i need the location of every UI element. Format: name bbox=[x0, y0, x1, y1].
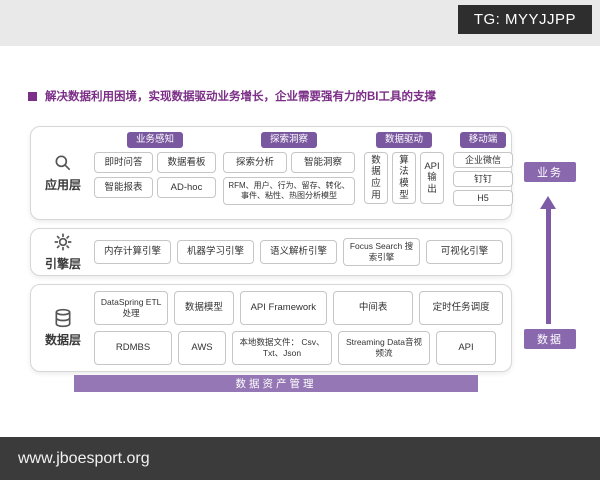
app-box-analysis-models: RFM、用户、行为、留存、转化、事件、粘性、热图分析模型 bbox=[223, 177, 355, 206]
group-header-data-driven: 数据驱动 bbox=[375, 132, 432, 149]
data-row-1: DataSpring ETL处理 数据模型 API Framework 中间表 … bbox=[94, 291, 503, 325]
data-layer-text: 数据层 bbox=[44, 333, 81, 347]
application-layer-text: 应用层 bbox=[44, 178, 81, 192]
page-title-row: 解决数据利用困境，实现数据驱动业务增长，企业需要强有力的BI工具的支撑 bbox=[28, 88, 548, 104]
data-box-dataspring-etl: DataSpring ETL处理 bbox=[94, 291, 169, 325]
data-layer-label: 数据层 bbox=[39, 291, 87, 365]
engine-layer: 引擎层 内存计算引擎 机器学习引擎 语义解析引擎 Focus Search 搜索… bbox=[30, 228, 512, 276]
group-header-mobile: 移动端 bbox=[459, 132, 507, 149]
application-layer-label: 应用层 bbox=[39, 132, 87, 214]
explore-insight-row: 探索分析 智能洞察 bbox=[223, 152, 355, 174]
business-sense-grid: 即时问答 数据看板 智能报表 AD-hoc bbox=[94, 152, 216, 199]
data-box-api: API bbox=[436, 331, 496, 365]
data-box-intermediate-table: 中间表 bbox=[333, 291, 414, 325]
data-box-api-framework: API Framework bbox=[239, 291, 328, 325]
side-badge-business: 业务 bbox=[524, 162, 576, 182]
page-title: 解决数据利用困境，实现数据驱动业务增长，企业需要强有力的BI工具的支撑 bbox=[45, 91, 436, 103]
data-box-local-files: 本地数据文件： Csv、Txt、Json bbox=[232, 331, 332, 365]
app-box-api-output: API输出 bbox=[420, 152, 444, 205]
data-asset-management-bar: 数据资产管理 bbox=[74, 375, 478, 392]
up-arrow-head bbox=[540, 196, 556, 209]
engine-box-inmemory: 内存计算引擎 bbox=[94, 240, 171, 264]
data-row-2: RDMBS AWS 本地数据文件： Csv、Txt、Json Streaming… bbox=[94, 331, 503, 365]
app-box-dingtalk: 钉钉 bbox=[453, 171, 513, 188]
footer-band: www.jboesport.org bbox=[0, 437, 600, 480]
data-box-streaming: Streaming Data音视频流 bbox=[338, 331, 430, 365]
data-box-data-model: 数据模型 bbox=[174, 291, 234, 325]
up-arrow bbox=[540, 196, 556, 324]
app-box-data-application: 数据应用 bbox=[364, 152, 388, 205]
group-header-business-sense: 业务感知 bbox=[126, 132, 183, 149]
group-business-sense: 业务感知 即时问答 数据看板 智能报表 AD-hoc bbox=[94, 132, 216, 214]
data-driven-row: 数据应用 算法模型 API输出 bbox=[364, 152, 444, 205]
title-bullet-square bbox=[28, 91, 37, 101]
engine-box-focus-search: Focus Search 搜索引擎 bbox=[343, 238, 420, 266]
engine-layer-label: 引擎层 bbox=[39, 232, 87, 272]
watermark-site-url: www.jboesport.org bbox=[18, 449, 150, 467]
app-box-h5: H5 bbox=[453, 190, 513, 207]
app-box-adhoc: AD-hoc bbox=[157, 177, 216, 199]
magnifier-icon bbox=[55, 155, 71, 171]
app-box-instant-qa: 即时问答 bbox=[94, 152, 153, 174]
database-icon bbox=[55, 308, 71, 328]
group-explore-insight: 探索洞察 探索分析 智能洞察 RFM、用户、行为、留存、转化、事件、粘性、热图分… bbox=[223, 132, 355, 214]
group-data-driven: 数据驱动 数据应用 算法模型 API输出 bbox=[362, 132, 446, 214]
side-badge-data: 数据 bbox=[524, 329, 576, 349]
app-box-algorithm-model: 算法模型 bbox=[392, 152, 416, 205]
gear-icon bbox=[54, 233, 72, 251]
application-layer: 应用层 业务感知 即时问答 数据看板 智能报表 AD-hoc 探索洞察 探索分析… bbox=[30, 126, 513, 220]
app-box-smart-insight: 智能洞察 bbox=[291, 152, 355, 174]
app-box-dashboard: 数据看板 bbox=[157, 152, 216, 174]
engine-box-visualization: 可视化引擎 bbox=[426, 240, 503, 264]
engine-box-ml: 机器学习引擎 bbox=[177, 240, 254, 264]
engine-items-row: 内存计算引擎 机器学习引擎 语义解析引擎 Focus Search 搜索引擎 可… bbox=[94, 238, 503, 266]
group-header-explore-insight: 探索洞察 bbox=[260, 132, 317, 149]
data-layer: 数据层 DataSpring ETL处理 数据模型 API Framework … bbox=[30, 284, 512, 372]
data-box-aws: AWS bbox=[178, 331, 226, 365]
engine-box-semantic: 语义解析引擎 bbox=[260, 240, 337, 264]
app-box-wecom: 企业微信 bbox=[453, 152, 513, 169]
mobile-stack: 企业微信 钉钉 H5 bbox=[453, 152, 513, 207]
up-arrow-stem bbox=[545, 209, 551, 324]
group-mobile: 移动端 企业微信 钉钉 H5 bbox=[453, 132, 513, 214]
data-layer-rows: DataSpring ETL处理 数据模型 API Framework 中间表 … bbox=[94, 291, 503, 365]
app-box-explore-analysis: 探索分析 bbox=[223, 152, 287, 174]
watermark-tg-badge: TG: MYYJJPP bbox=[457, 5, 592, 34]
app-box-smart-report: 智能报表 bbox=[94, 177, 153, 199]
engine-layer-text: 引擎层 bbox=[44, 257, 81, 271]
data-box-rdmbs: RDMBS bbox=[94, 331, 172, 365]
data-box-scheduled-tasks: 定时任务调度 bbox=[419, 291, 503, 325]
